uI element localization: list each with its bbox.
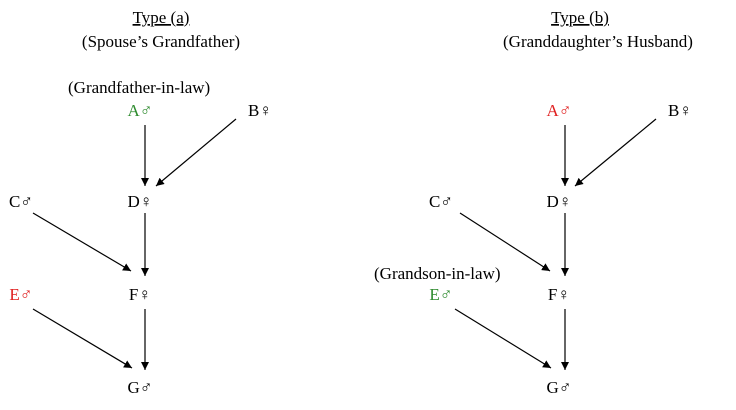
node-b-F: F♀ (548, 285, 570, 304)
node-b-D: D♀ (546, 192, 571, 211)
node-b-A: A♂ (546, 101, 571, 120)
panel-a-subtitle: (Spouse’s Grandfather) (82, 32, 240, 51)
panel-b-annotation: (Grandson-in-law) (374, 264, 501, 283)
panel-b-subtitle: (Granddaughter’s Husband) (503, 32, 693, 51)
node-a-D: D♀ (127, 192, 152, 211)
node-a-G: G♂ (127, 378, 152, 397)
node-a-C: C♂ (9, 192, 33, 211)
node-a-B: B♀ (248, 101, 272, 120)
panel-a-annotation: (Grandfather-in-law) (68, 78, 210, 97)
edge-b-E-G (454, 308, 552, 369)
edge-a-C-F (32, 212, 132, 272)
node-b-G: G♂ (546, 378, 571, 397)
edge-b-B-D (574, 118, 657, 187)
edge-a-E-G (32, 308, 133, 369)
edge-a-B-D (155, 118, 237, 187)
node-a-E: E♂ (9, 285, 32, 304)
panel-type-b: Type (b) (Granddaughter’s Husband) (Gran… (374, 8, 693, 397)
panel-a-title: Type (a) (133, 8, 190, 27)
edge-b-C-F (459, 212, 551, 272)
node-b-C: C♂ (429, 192, 453, 211)
node-b-E: E♂ (429, 285, 452, 304)
node-a-A: A♂ (127, 101, 152, 120)
panel-type-a: Type (a) (Spouse’s Grandfather) (Grandfa… (9, 8, 272, 397)
node-b-B: B♀ (668, 101, 692, 120)
panel-b-title: Type (b) (551, 8, 609, 27)
node-a-F: F♀ (129, 285, 151, 304)
